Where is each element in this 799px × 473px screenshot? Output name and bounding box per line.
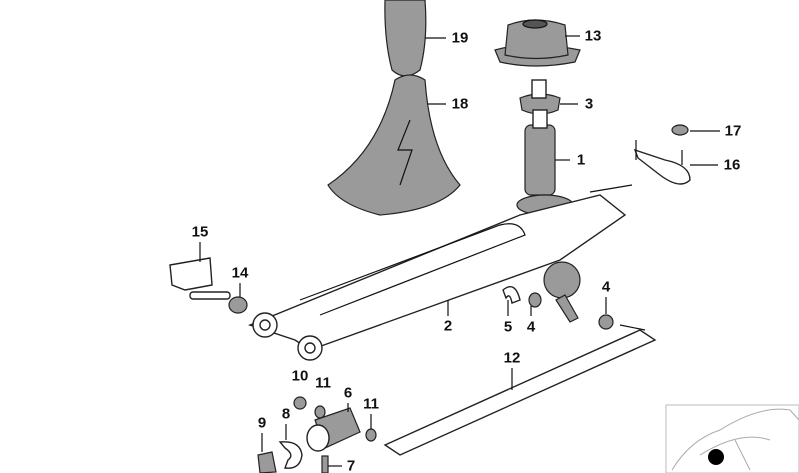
part-2-shift-console (247, 194, 627, 351)
callout-17: 17 (724, 122, 742, 140)
part-14-bush (228, 296, 248, 314)
callout-12: 12 (503, 349, 521, 367)
callout-16: 16 (723, 156, 741, 174)
part-11-washer (314, 405, 326, 419)
callout-4b: 4 (601, 278, 611, 296)
part-12-selector-rod (383, 329, 657, 456)
part-4-washer-2 (598, 314, 614, 330)
part-19-shift-knob (384, 0, 427, 77)
callout-13: 13 (584, 27, 602, 45)
part-6-bushing-face (306, 424, 330, 452)
callout-5: 5 (503, 318, 513, 336)
callout-14: 14 (231, 264, 249, 282)
callout-19: 19 (451, 29, 469, 47)
callout-3: 3 (584, 95, 594, 113)
thumbnail-frame (665, 404, 799, 473)
part-17-nut (671, 124, 689, 136)
callout-6: 6 (343, 384, 353, 402)
part-1-lever-top (532, 109, 548, 129)
part-4-washer (528, 292, 542, 308)
part-15-pin (189, 291, 231, 300)
part-18-shift-boot (327, 74, 461, 216)
part-1-shift-lever (524, 124, 556, 196)
console-slot (299, 223, 526, 316)
callout-7: 7 (346, 457, 356, 473)
part-7-pin (321, 455, 329, 473)
callout-10: 10 (291, 367, 309, 385)
part-3-bearing-stem (531, 79, 547, 99)
console-eye-2-hole (304, 342, 316, 354)
part-11-washer-2 (365, 428, 377, 442)
boot-seam (397, 119, 413, 186)
callout-1: 1 (576, 151, 586, 169)
console-eye-1-hole (259, 319, 271, 331)
callout-2: 2 (443, 317, 453, 335)
part-8-clip (278, 441, 303, 469)
callout-11b: 11 (363, 395, 379, 413)
callout-9: 9 (257, 414, 267, 432)
part-15-clip (169, 257, 213, 291)
leader-lines (199, 35, 720, 467)
part-16-bracket (633, 148, 691, 185)
car-location-thumbnail (665, 404, 799, 473)
callout-11: 11 (315, 374, 331, 392)
part-9-cap (257, 451, 277, 473)
ball-joint (543, 261, 581, 299)
part-10-washer (293, 396, 307, 410)
part-13-bushing-top (522, 19, 548, 29)
callout-8: 8 (281, 405, 291, 423)
callout-4: 4 (526, 318, 536, 336)
selector-rod-end (619, 324, 646, 331)
location-marker (708, 449, 724, 465)
part-5-clip (502, 286, 521, 304)
ball-joint-arm (555, 294, 579, 323)
car-outline (671, 408, 799, 471)
callout-15: 15 (191, 223, 209, 241)
console-rod (589, 184, 633, 193)
callout-18: 18 (451, 95, 469, 113)
